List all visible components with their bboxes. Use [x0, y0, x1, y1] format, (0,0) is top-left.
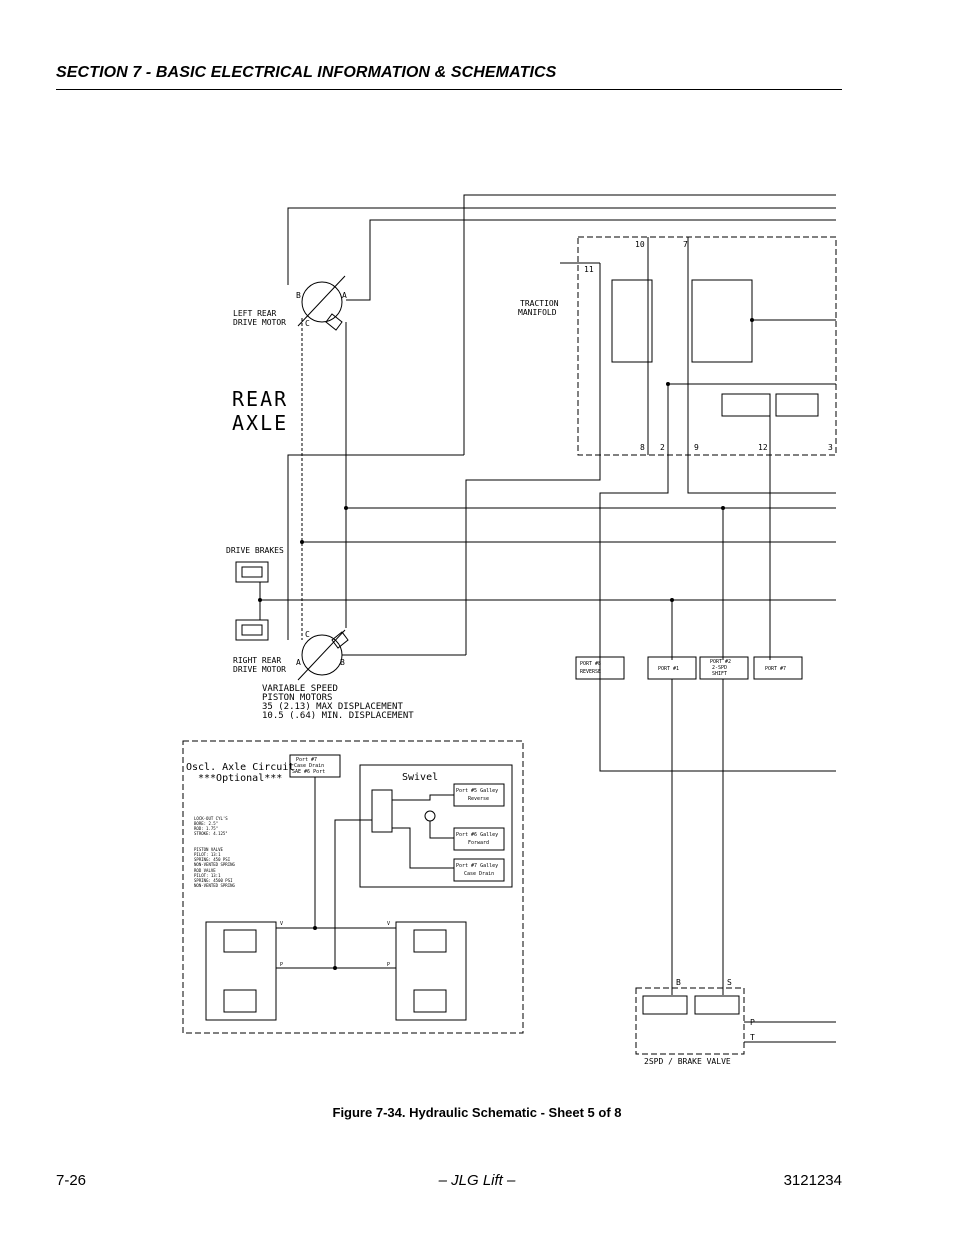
svg-text:Port #5 Galley: Port #5 Galley: [456, 788, 498, 794]
svg-text:V: V: [387, 921, 390, 927]
oscl-title-1: Oscl. Axle Circuit: [186, 762, 294, 773]
svg-text:V: V: [280, 921, 283, 927]
svg-text:8: 8: [640, 443, 645, 452]
svg-text:PORT #1: PORT #1: [658, 666, 679, 672]
svg-text:ROD VALVE: ROD VALVE: [194, 868, 216, 873]
left-motor-case: [325, 313, 343, 331]
cylinder-left: [205, 921, 277, 1021]
left-motor-label-1: LEFT REAR: [233, 309, 277, 318]
left-motor-label-2: DRIVE MOTOR: [233, 318, 286, 327]
oscl-title-2: ***Optional***: [198, 773, 282, 784]
svg-text:P: P: [387, 962, 390, 968]
galley-box-6: [453, 827, 505, 851]
svg-text:PILOT: 13:1: PILOT: 13:1: [194, 873, 221, 878]
svg-text:2-SPD: 2-SPD: [712, 665, 727, 671]
svg-text:NON-VENTED SPRING: NON-VENTED SPRING: [194, 883, 236, 888]
svg-text:C: C: [305, 630, 310, 639]
piston-motors-3: 35 (2.13) MAX DISPLACEMENT: [262, 702, 403, 712]
right-motor-label-1: RIGHT REAR: [233, 656, 281, 665]
svg-text:PILOT: 13:1: PILOT: 13:1: [194, 852, 221, 857]
traction-manifold-box: [577, 236, 837, 456]
svg-text:B: B: [676, 978, 681, 987]
doc-number: 3121234: [783, 1172, 842, 1189]
svg-text:PORT #2: PORT #2: [710, 659, 731, 665]
left-drive-motor: [301, 281, 343, 323]
svg-text:P: P: [280, 962, 283, 968]
svg-text:A: A: [296, 658, 301, 667]
cylinder-right: [395, 921, 467, 1021]
port-box-2: [699, 656, 749, 680]
svg-text:B: B: [340, 658, 345, 667]
svg-text:Port #7 Galley: Port #7 Galley: [456, 863, 498, 869]
swivel-box: [359, 764, 513, 888]
svg-text:C: C: [305, 319, 310, 328]
svg-text:9: 9: [694, 443, 699, 452]
galley-box-7: [453, 858, 505, 882]
brake-top: [235, 561, 269, 583]
svg-text:NON-VENTED SPRING: NON-VENTED SPRING: [194, 862, 236, 867]
svg-text:3: 3: [828, 443, 833, 452]
svg-text:Port #6 Galley: Port #6 Galley: [456, 832, 498, 838]
port-box-8: [575, 656, 625, 680]
port-box-7: [753, 656, 803, 680]
two-speed-valve-box: [635, 987, 745, 1055]
figure-caption: Figure 7-34. Hydraulic Schematic - Sheet…: [332, 1105, 622, 1120]
traction-manifold-label-2: MANIFOLD: [518, 308, 557, 317]
svg-text:P: P: [750, 1018, 755, 1027]
svg-text:B: B: [296, 291, 301, 300]
drive-brakes-label: DRIVE BRAKES: [226, 546, 284, 555]
svg-text:Case Drain: Case Drain: [464, 871, 494, 877]
svg-text:S: S: [727, 978, 732, 987]
rear-axle-2: AXLE: [232, 411, 288, 435]
svg-text:2: 2: [660, 443, 665, 452]
svg-text:BORE: 2.5": BORE: 2.5": [194, 821, 218, 826]
svg-text:Port #7: Port #7: [296, 757, 317, 763]
line-top-3: [346, 219, 836, 301]
cylinder-notes: LOCK-OUT CYL'S BORE: 2.5" ROD: 1.75" STR…: [194, 816, 236, 888]
svg-text:PISTON VALVE: PISTON VALVE: [194, 847, 223, 852]
svg-text:11: 11: [584, 265, 594, 274]
svg-text:SAE #6 Port: SAE #6 Port: [292, 769, 325, 775]
svg-text:10: 10: [635, 240, 645, 249]
rear-axle-1: REAR: [232, 387, 288, 411]
page-number: 7-26: [56, 1172, 87, 1189]
piston-motors-2: PISTON MOTORS: [262, 693, 332, 703]
footer-center: – JLG Lift –: [438, 1172, 516, 1189]
svg-text:STROKE: 4.125": STROKE: 4.125": [194, 831, 228, 836]
svg-text:REVERSE: REVERSE: [580, 669, 601, 675]
svg-text:PORT #8: PORT #8: [580, 661, 601, 667]
piston-motors-4: 10.5 (.64) MIN. DISPLACEMENT: [262, 711, 414, 721]
svg-text:Forward: Forward: [468, 840, 489, 846]
section-title: SECTION 7 - BASIC ELECTRICAL INFORMATION…: [56, 64, 557, 81]
brake-bottom: [235, 619, 269, 641]
swivel-label: Swivel: [402, 772, 438, 783]
svg-text:Reverse: Reverse: [468, 796, 489, 802]
right-motor-case: [331, 631, 349, 649]
svg-text:T: T: [750, 1033, 755, 1042]
svg-text:SPRING: 4500 PSI: SPRING: 4500 PSI: [194, 878, 233, 883]
svg-text:ROD: 1.75": ROD: 1.75": [194, 826, 218, 831]
valve-label: 2SPD / BRAKE VALVE: [644, 1057, 731, 1066]
svg-text:7: 7: [683, 240, 688, 249]
line-top-1: [463, 194, 836, 455]
svg-text:LOCK-OUT CYL'S: LOCK-OUT CYL'S: [194, 816, 228, 821]
right-motor-label-2: DRIVE MOTOR: [233, 665, 286, 674]
svg-text:A: A: [342, 291, 347, 300]
traction-manifold-label-1: TRACTION: [520, 299, 559, 308]
svg-text:PORT #7: PORT #7: [765, 666, 786, 672]
svg-text:12: 12: [758, 443, 768, 452]
header-rule: [56, 89, 842, 90]
svg-text:Case Drain: Case Drain: [294, 763, 324, 769]
piston-motors-1: VARIABLE SPEED: [262, 684, 338, 694]
svg-text:SHIFT: SHIFT: [712, 671, 727, 677]
oscl-axle-circuit-box: [182, 740, 524, 1034]
svg-text:SPRING: 450 PSI: SPRING: 450 PSI: [194, 857, 231, 862]
line-top-2: [287, 207, 836, 285]
